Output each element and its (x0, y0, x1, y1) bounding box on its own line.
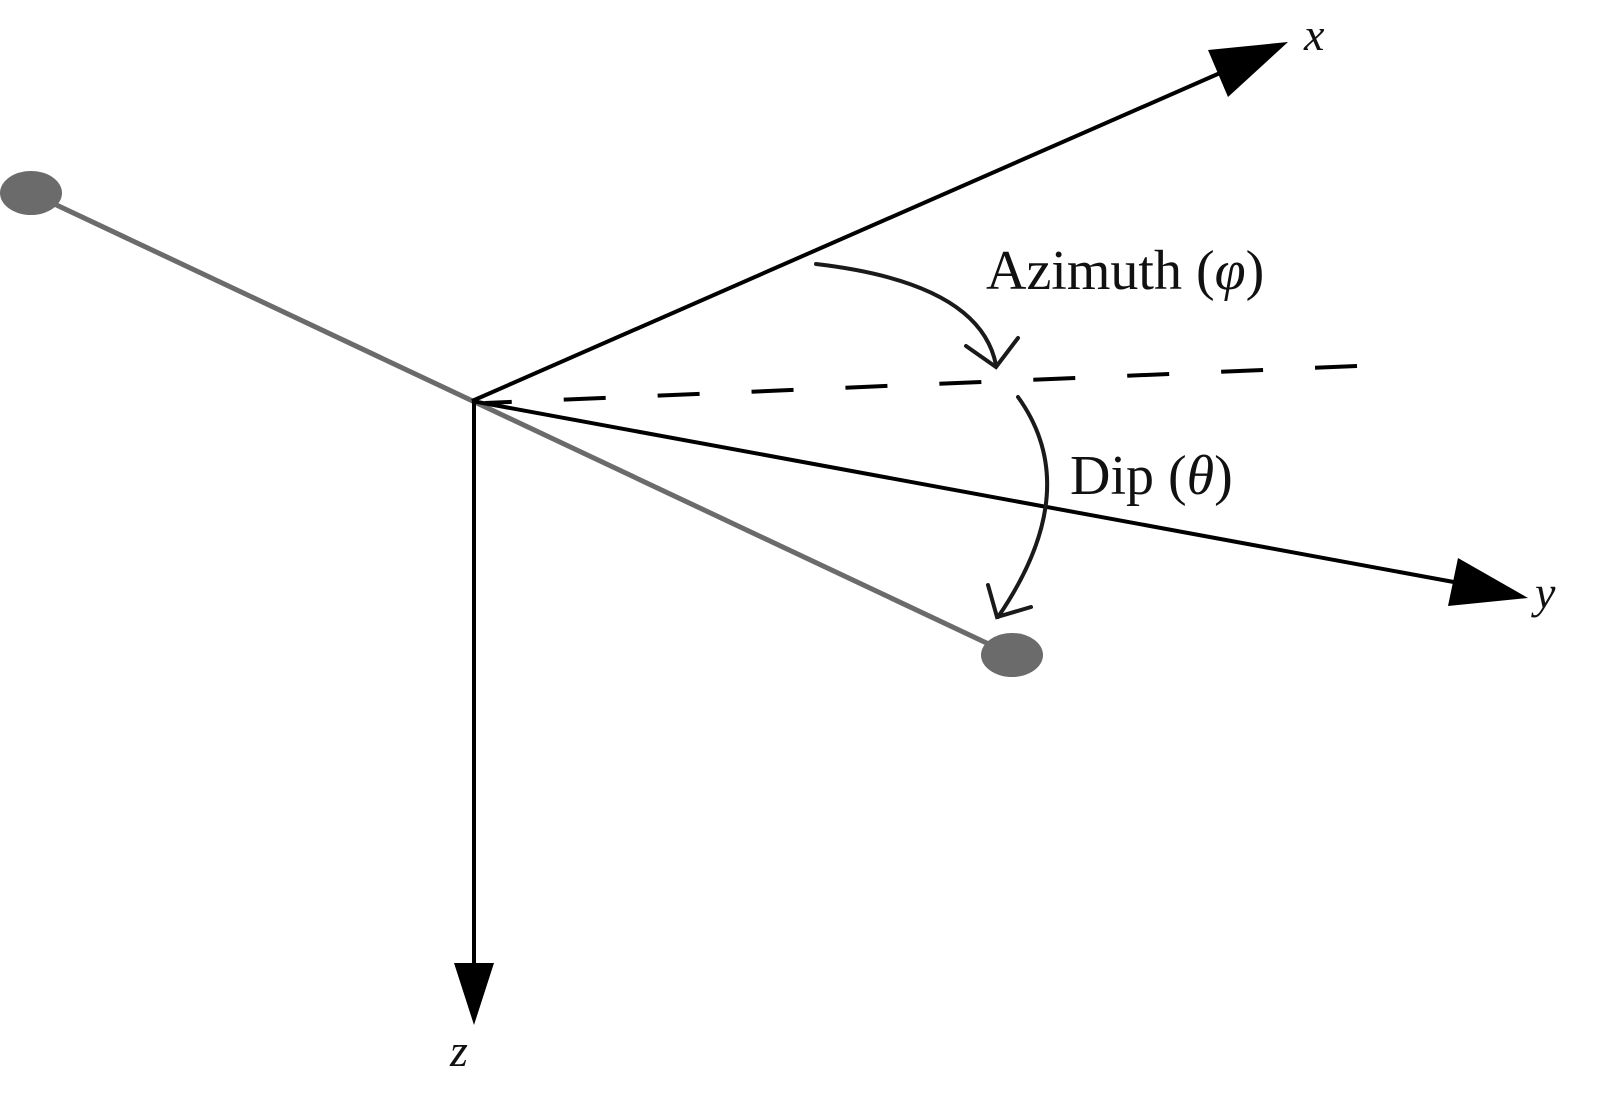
dipole-end-lower (981, 633, 1043, 677)
x-axis-label: x (1303, 9, 1325, 60)
y-axis-label: y (1531, 567, 1556, 618)
dip-arc (986, 395, 1050, 620)
dip-arc-arrowhead (986, 583, 1033, 620)
dip-arc-curve (996, 395, 1050, 619)
z-axis-label: z (449, 1025, 468, 1076)
dip-label-close: ) (1214, 445, 1233, 507)
azimuth-arc (814, 262, 1020, 370)
y-axis-line (471, 399, 1471, 587)
dipole (0, 171, 1043, 677)
y-axis: y (471, 399, 1556, 618)
dip-label-text: Dip ( (1070, 445, 1187, 507)
x-axis-arrowhead (1208, 42, 1288, 97)
y-axis-arrowhead (1448, 558, 1528, 606)
azimuth-symbol: φ (1215, 240, 1246, 302)
horizontal-projection-line (484, 364, 1358, 405)
dipole-end-upper (0, 171, 62, 215)
dipole-rod (28, 190, 1015, 658)
dip-label: Dip (θ) (1070, 445, 1233, 507)
azimuth-label: Azimuth (φ) (986, 240, 1264, 302)
azimuth-label-close: ) (1246, 240, 1265, 302)
x-axis: x (471, 9, 1325, 403)
azimuth-label-text: Azimuth ( (986, 240, 1215, 302)
z-axis-arrowhead (454, 963, 494, 1025)
z-axis: z (449, 401, 494, 1076)
azimuth-arc-curve (814, 262, 998, 367)
x-axis-line (471, 64, 1237, 403)
azimuth-arc-arrowhead (964, 336, 1020, 370)
dip-symbol: θ (1187, 445, 1215, 507)
